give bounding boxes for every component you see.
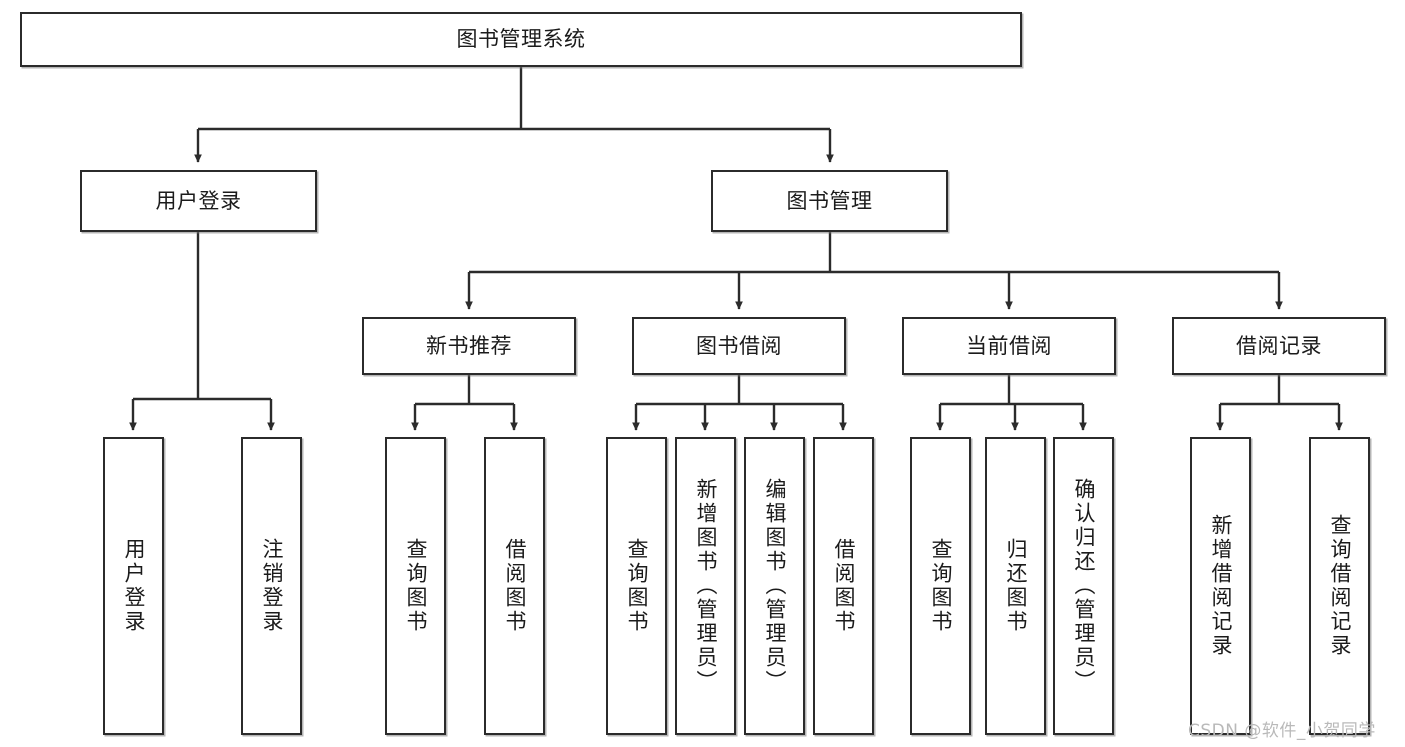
node-label: 图书借阅: [696, 333, 782, 358]
node-label: 新增图书（管理员）: [694, 478, 718, 694]
leaf-borrow-book-newbook[interactable]: 借阅图书: [484, 437, 545, 735]
node-book-borrowing[interactable]: 图书借阅: [632, 317, 846, 375]
leaf-query-book-borrow[interactable]: 查询图书: [606, 437, 667, 735]
node-label: 查询图书: [404, 538, 428, 634]
leaf-add-borrow-record[interactable]: 新增借阅记录: [1190, 437, 1251, 735]
node-label: 图书管理: [786, 188, 873, 213]
node-user-login[interactable]: 用户登录: [80, 170, 317, 232]
node-new-book-recommendation[interactable]: 新书推荐: [362, 317, 576, 375]
node-label: 注销登录: [260, 538, 284, 634]
node-label: 用户登录: [122, 538, 146, 634]
node-label: 新增借阅记录: [1209, 514, 1233, 658]
node-label: 查询借阅记录: [1328, 514, 1352, 658]
leaf-user-login[interactable]: 用户登录: [103, 437, 164, 735]
node-label: 确认归还（管理员）: [1072, 478, 1096, 694]
leaf-return-book[interactable]: 归还图书: [985, 437, 1046, 735]
node-book-management[interactable]: 图书管理: [711, 170, 948, 232]
node-label: 用户登录: [155, 188, 242, 213]
node-label: 借阅图书: [832, 538, 856, 634]
leaf-add-book-admin[interactable]: 新增图书（管理员）: [675, 437, 736, 735]
leaf-borrow-book[interactable]: 借阅图书: [813, 437, 874, 735]
leaf-query-book-current[interactable]: 查询图书: [910, 437, 971, 735]
node-label: 图书管理系统: [456, 27, 586, 52]
node-label: 新书推荐: [426, 333, 512, 358]
leaf-query-book-newbook[interactable]: 查询图书: [385, 437, 446, 735]
leaf-logout[interactable]: 注销登录: [241, 437, 302, 735]
node-borrow-record[interactable]: 借阅记录: [1172, 317, 1386, 375]
node-label: 借阅记录: [1236, 333, 1322, 358]
node-label: 编辑图书（管理员）: [763, 478, 787, 694]
node-label: 查询图书: [929, 538, 953, 634]
watermark: CSDN @软件_小贺同学: [1188, 721, 1376, 741]
node-label: 当前借阅: [966, 333, 1052, 358]
leaf-confirm-return-admin[interactable]: 确认归还（管理员）: [1053, 437, 1114, 735]
node-label: 查询图书: [625, 538, 649, 634]
node-label: 归还图书: [1004, 538, 1028, 634]
node-label: 借阅图书: [503, 538, 527, 634]
leaf-edit-book-admin[interactable]: 编辑图书（管理员）: [744, 437, 805, 735]
leaf-query-borrow-record[interactable]: 查询借阅记录: [1309, 437, 1370, 735]
node-current-borrowing[interactable]: 当前借阅: [902, 317, 1116, 375]
node-root-system[interactable]: 图书管理系统: [20, 12, 1022, 67]
